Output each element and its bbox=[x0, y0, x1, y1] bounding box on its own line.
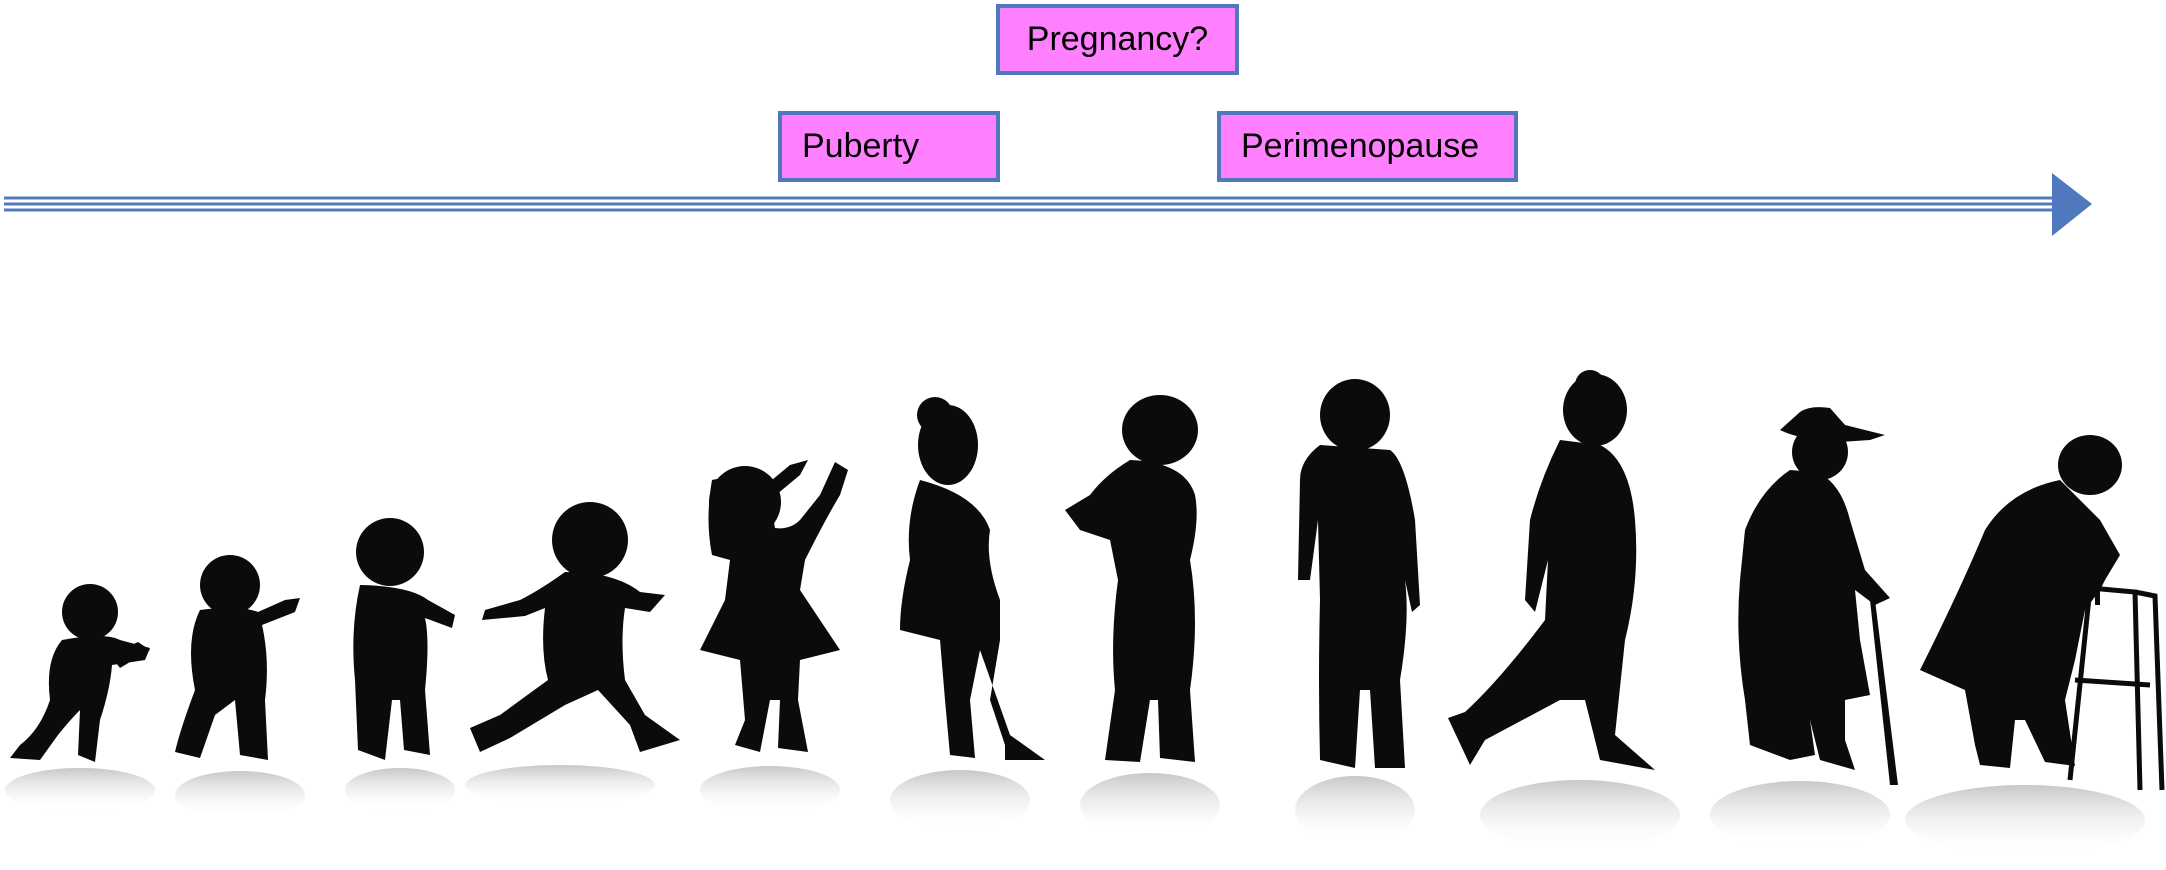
elderly-woman-walker-silhouette bbox=[1920, 435, 2122, 768]
floor-reflections bbox=[5, 765, 2145, 855]
infant-silhouette bbox=[10, 584, 150, 762]
toddler-silhouette bbox=[175, 555, 300, 760]
walker-icon bbox=[2070, 588, 2162, 790]
teen-girl-silhouette bbox=[900, 397, 1045, 760]
middle-aged-woman-silhouette bbox=[1298, 379, 1420, 768]
young-child-silhouette bbox=[353, 518, 455, 760]
elderly-woman-cane-silhouette bbox=[1738, 407, 1898, 785]
young-woman-silhouette bbox=[1065, 395, 1198, 762]
girl-reaching-silhouette bbox=[700, 460, 848, 752]
older-woman-silhouette bbox=[1448, 370, 1655, 770]
running-child-silhouette bbox=[470, 502, 680, 752]
